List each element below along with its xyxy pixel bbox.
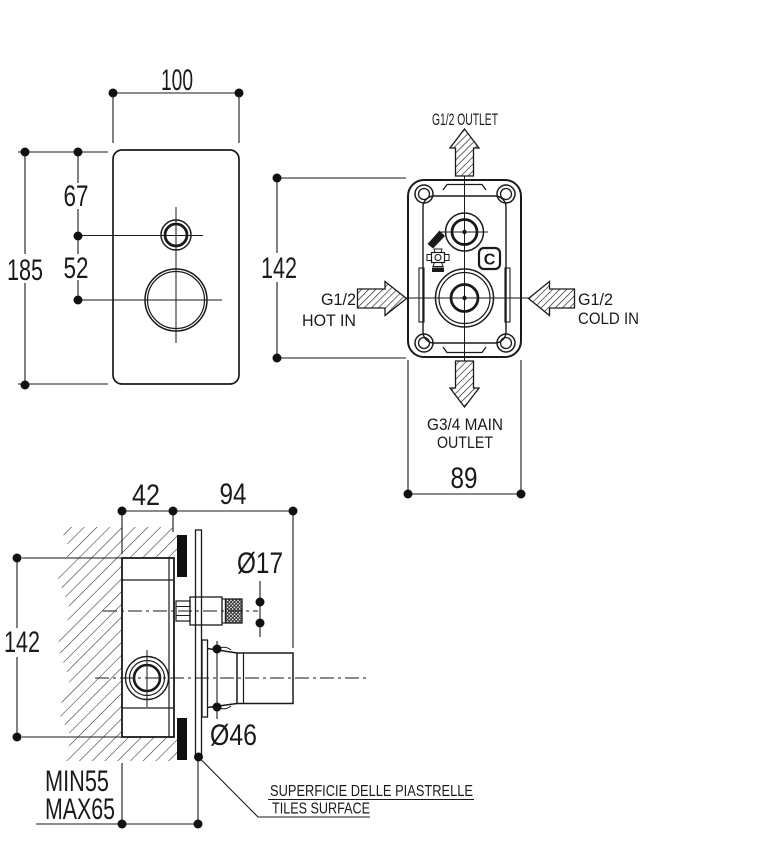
hot-in-label-line2: HOT IN [302,311,356,330]
front-view-trim-plate: 100 185 67 52 [4,64,244,390]
dim-plate-height-label: 185 [7,254,43,287]
trim-plate-outline [112,149,240,385]
dim-section-height-label: 142 [4,626,40,659]
dim-valve-width-label: 89 [451,462,478,495]
dim-spout-diameter: Ø46 [210,641,257,752]
temperature-cartridge [441,212,488,252]
dim-min-depth-label: MIN55 [45,765,109,798]
right-side-tab [504,267,511,323]
bottom-port-connector [442,346,487,354]
dim-knob-diameter-label: Ø17 [237,547,283,580]
wall-section-view: Ø17 Ø46 42 94 142 [1,478,474,829]
dim-protrusion-label: 94 [220,478,247,511]
dim-section-height: 142 [1,553,122,742]
cold-in-label-line1: G1/2 [578,290,613,309]
top-outlet-label: G1/2 OUTLET [432,110,498,129]
dim-max-depth-label: MAX65 [45,793,115,826]
mixer-cartridge [434,268,495,328]
main-outlet-label-line2: OUTLET [437,433,493,452]
cover-plate-section [194,529,203,758]
embedded-valve-box [121,557,175,738]
dim-valve-width: 89 [403,360,526,499]
main-outlet-label-line1: G3/4 MAIN [427,415,503,434]
hot-in-arrow [356,280,408,317]
dim-hole-positions: 67 52 [61,147,222,305]
dim-embedding-depth: MIN55 MAX65 [36,759,203,829]
cold-in-arrow [527,280,576,317]
dim-plate-height: 185 [4,147,108,390]
main-outlet-down-arrow [448,360,481,409]
dim-upper-hole-label: 67 [64,180,89,213]
wall-hatch [57,527,177,761]
brand-logo-letter: C [484,252,496,269]
valve-body-outline [407,179,522,358]
tiles-note-italian: SUPERFICIE DELLE PIASTRELLE [270,783,473,800]
tile-section-lower [177,718,187,760]
dim-plate-width: 100 [108,64,244,143]
dim-plate-width-label: 100 [161,64,193,97]
valve-body-view: C G1/2 OUTLET G3/4 MAIN OUTLET G1/2 HOT … [258,110,639,499]
test-valve-icon [426,230,450,272]
dim-knob-diameter: Ø17 [237,547,283,637]
dim-valve-height: 142 [258,173,406,363]
left-side-tab [418,267,425,323]
brand-logo: C [477,246,502,271]
tile-section-upper [177,535,187,577]
outlet-up-arrow [448,127,481,177]
top-port-connector [442,183,487,191]
tiles-note-english: TILES SURFACE [272,801,370,818]
dim-valve-height-label: 142 [261,252,297,285]
tiles-surface-callout: SUPERFICIE DELLE PIASTRELLE TILES SURFAC… [194,752,474,818]
cold-in-label-line2: COLD IN [578,309,639,328]
corner-screws [414,184,516,353]
hot-in-label-line1: G1/2 [321,290,356,309]
dim-depth-label: 42 [132,479,160,512]
dim-lower-hole-label: 52 [64,252,89,285]
dim-spout-diameter-label: Ø46 [210,719,257,752]
dim-depth-protrusion: 42 94 [117,478,298,648]
valve-body-face [422,195,507,344]
